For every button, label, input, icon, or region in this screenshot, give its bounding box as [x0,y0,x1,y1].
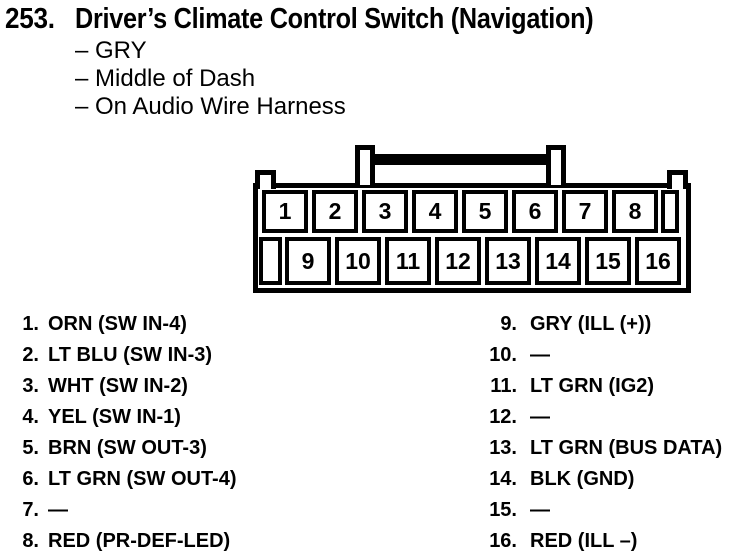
pin-number: 14. [489,468,517,490]
pin-number: 1. [22,313,39,335]
pin-label: LT GRN (SW OUT-4) [48,468,237,490]
pin-label: RED (ILL –) [530,530,638,552]
pin-cell-13: 13 [485,237,531,285]
pin-label: WHT (SW IN-2) [48,375,188,397]
connector-blank-cavity-top-right [661,190,679,233]
pin-list-item: 5. BRN (SW OUT-3) [18,436,237,467]
pin-list-item: 4. YEL (SW IN-1) [18,405,237,436]
pin-list-item: 13. LT GRN (BUS DATA) [440,436,722,467]
pin-cell-8: 8 [612,190,658,233]
pin-list-item: 11. LT GRN (IG2) [440,374,722,405]
pin-label: — [530,499,550,521]
pin-list-item: 12. — [440,405,722,436]
pin-list-item: 3. WHT (SW IN-2) [18,374,237,405]
pin-list-left: 1. ORN (SW IN-4) 2. LT BLU (SW IN-3) 3. … [18,312,237,552]
pin-list-item: 6. LT GRN (SW OUT-4) [18,467,237,498]
section-number: 253. [5,3,55,35]
pin-cell-15: 15 [585,237,631,285]
pin-cell-2: 2 [312,190,358,233]
pin-number: 15. [489,499,517,521]
pin-number: 9. [500,313,517,335]
pin-number: 2. [22,344,39,366]
pin-cell-5: 5 [462,190,508,233]
pin-list-item: 7. — [18,498,237,529]
pin-label: LT GRN (BUS DATA) [530,437,723,459]
pin-number: 8. [22,530,39,552]
pin-label: LT GRN (IG2) [530,375,655,397]
pin-list-item: 14. BLK (GND) [440,467,722,498]
pin-number: 5. [22,437,39,459]
pin-number: 12. [489,406,517,428]
pin-number: 13. [489,437,517,459]
pin-number: 4. [22,406,39,428]
pin-cell-6: 6 [512,190,558,233]
pin-number: 6. [22,468,39,490]
pin-list-item: 15. — [440,498,722,529]
pin-cell-7: 7 [562,190,608,233]
pin-list-right: 9. GRY (ILL (+)) 10. — 11. LT GRN (IG2) … [440,312,722,552]
pin-cell-11: 11 [385,237,431,285]
pin-cell-3: 3 [362,190,408,233]
note-color: – GRY [75,37,147,64]
pin-label: BLK (GND) [530,468,635,490]
pin-number: 7. [22,499,39,521]
pin-label: BRN (SW OUT-3) [48,437,207,459]
connector-top-row: 1 2 3 4 5 6 7 8 [262,190,658,233]
pin-number: 3. [22,375,39,397]
pin-cell-1: 1 [262,190,308,233]
pin-cell-9: 9 [285,237,331,285]
pin-label: RED (PR-DEF-LED) [48,530,231,552]
pin-label: — [530,406,550,428]
connector-latch-bar [372,154,549,165]
pin-list-item: 10. — [440,343,722,374]
page-title: Driver’s Climate Control Switch (Navigat… [75,3,594,35]
pin-number: 16. [489,530,517,552]
connector-corner-notch-left [255,170,276,189]
connector-notes: – GRY – Middle of Dash – On Audio Wire H… [75,37,346,121]
note-location: – Middle of Dash [75,65,256,92]
note-harness: – On Audio Wire Harness [75,93,346,120]
pin-cell-14: 14 [535,237,581,285]
pin-label: — [530,344,550,366]
connector-blank-cavity-bottom-left [259,237,282,285]
pin-list-item: 2. LT BLU (SW IN-3) [18,343,237,374]
pin-cell-10: 10 [335,237,381,285]
connector-bottom-row: 9 10 11 12 13 14 15 16 [285,237,681,285]
pin-list-item: 9. GRY (ILL (+)) [440,312,722,343]
pin-cell-12: 12 [435,237,481,285]
connector-corner-notch-right [667,170,688,189]
pin-label: GRY (ILL (+)) [530,313,652,335]
pin-cell-4: 4 [412,190,458,233]
pin-label: ORN (SW IN-4) [48,313,187,335]
pin-number: 11. [490,375,517,397]
pin-label: LT BLU (SW IN-3) [48,344,213,366]
pin-number: 10. [489,344,517,366]
connector-latch-post-right [546,145,566,185]
pin-list-item: 8. RED (PR-DEF-LED) [18,529,237,552]
pin-list-item: 1. ORN (SW IN-4) [18,312,237,343]
pin-cell-16: 16 [635,237,681,285]
pin-label: YEL (SW IN-1) [48,406,181,428]
connector-latch-post-left [355,145,375,185]
pin-list-item: 16. RED (ILL –) [440,529,722,552]
pin-label: — [48,499,68,521]
